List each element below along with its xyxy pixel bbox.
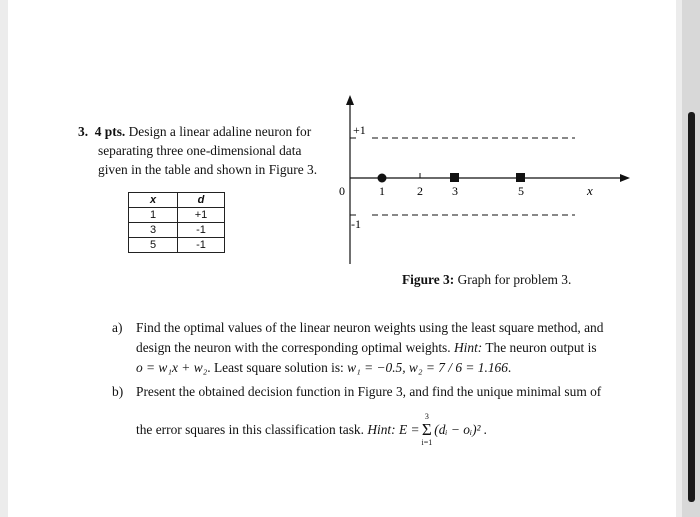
question-a-label: a) — [112, 320, 123, 335]
tick-label-5: 5 — [518, 184, 524, 198]
data-point-x5 — [516, 173, 525, 182]
tick-label-2: 2 — [417, 184, 423, 198]
question-a-line-2a: design the neuron with the corresponding… — [136, 340, 451, 355]
tick-label-1: 1 — [379, 184, 385, 198]
question-b: b) Present the obtained decision functio… — [112, 382, 622, 447]
table-cell: -1 — [177, 237, 225, 253]
question-a-formula: o = w₁x + w₂ — [136, 360, 208, 375]
x-axis-arrow — [620, 174, 630, 182]
data-table: x d 1 +1 3 -1 5 -1 — [128, 192, 225, 253]
document-page — [8, 0, 676, 517]
minus-one-label: -1 — [351, 217, 361, 231]
problem-points: 4 pts. — [94, 124, 126, 139]
tick-label-3: 3 — [452, 184, 458, 198]
summation-symbol: 3 Σ i=1 — [422, 412, 433, 447]
table-row: 3 -1 — [128, 222, 225, 238]
problem-statement: 3. 4 pts. Design a linear adaline neuron… — [78, 122, 338, 179]
scrollbar-thumb[interactable] — [688, 112, 695, 502]
sigma-icon: Σ — [421, 420, 432, 439]
origin-label: 0 — [339, 184, 345, 198]
x-axis-label: x — [586, 183, 593, 198]
table-row: 5 -1 — [128, 237, 225, 253]
question-a-line-1: Find the optimal values of the linear ne… — [136, 320, 604, 335]
y-axis-arrow — [346, 95, 354, 105]
question-a-end: . — [507, 360, 512, 375]
question-b-formula-lhs: E = — [398, 421, 420, 437]
question-a-solution: w₁ = −0.5, w₂ = 7 / 6 = 1.166 — [347, 360, 508, 375]
question-b-line-1: Present the obtained decision function i… — [136, 384, 602, 399]
problem-number: 3. — [78, 124, 89, 139]
data-point-x1 — [377, 173, 387, 183]
question-b-line-2: the error squares in this classification… — [136, 421, 364, 437]
question-a: a) Find the optimal values of the linear… — [112, 318, 622, 378]
question-b-formula-rhs: (dᵢ − oᵢ)² . — [434, 421, 488, 437]
problem-line-2: separating three one-dimensional data — [98, 143, 302, 158]
figure-caption: Figure 3: Graph for problem 3. — [402, 272, 571, 288]
questions: a) Find the optimal values of the linear… — [112, 318, 622, 447]
problem-line-3: given in the table and shown in Figure 3… — [98, 162, 318, 177]
scrollbar-track[interactable] — [682, 0, 700, 517]
problem-line-1: Design a linear adaline neuron for — [128, 124, 312, 139]
question-a-line-3: . Least square solution is: — [207, 360, 344, 375]
plus-one-label: +1 — [353, 123, 366, 137]
question-b-hint-label: Hint: — [367, 421, 396, 437]
question-a-hint-label: Hint: — [453, 340, 483, 355]
question-a-line-2b: The neuron output is — [485, 340, 597, 355]
figure-caption-text: Graph for problem 3. — [457, 272, 572, 287]
figure-caption-label: Figure 3: — [402, 272, 455, 287]
data-point-x3 — [450, 173, 459, 182]
summation-lower-limit: i=1 — [421, 438, 433, 447]
summation-upper-limit: 3 — [424, 412, 429, 421]
question-b-label: b) — [112, 384, 124, 399]
